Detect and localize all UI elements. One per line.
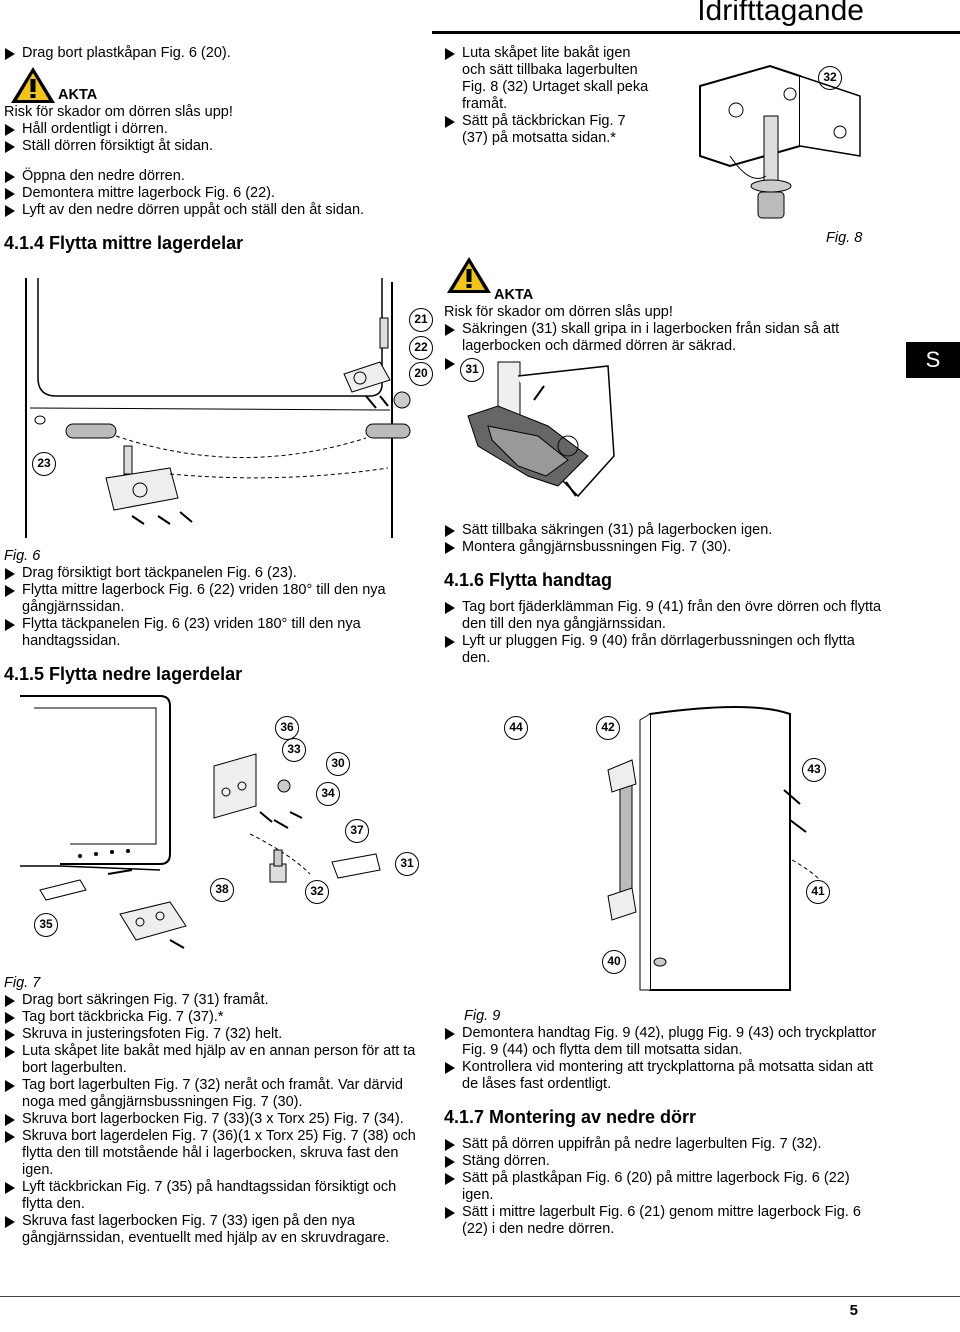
left-top-section: Drag bort plastkåpan Fig. 6 (20). AKTA R… <box>4 45 414 254</box>
callout-31: 31 <box>395 852 419 876</box>
callout-22: 22 <box>409 336 433 360</box>
callout-31-fig8: 31 <box>460 358 484 382</box>
callout-38: 38 <box>210 878 234 902</box>
callout-41: 41 <box>806 880 830 904</box>
step-reinsert-bolt: Luta skåpet lite bakåt igen och sätt til… <box>444 45 650 113</box>
figure-8-caption: Fig. 8 <box>826 230 863 246</box>
right-mid-section: Sätt tillbaka säkringen (31) på lagerboc… <box>444 522 884 667</box>
step-move-bracket: Flytta mittre lagerbock Fig. 6 (22) vrid… <box>4 582 420 616</box>
heading-4-1-5: 4.1.5 Flytta nedre lagerdelar <box>4 664 243 684</box>
warning2-empty-bullet <box>444 355 884 372</box>
header-rule <box>432 31 960 34</box>
step-mount-bushing: Montera gångjärnsbussningen Fig. 7 (30). <box>444 539 884 556</box>
figure-7-steps: Fig. 7 Drag bort säkringen Fig. 7 (31) f… <box>4 975 424 1247</box>
step-remove-plug: Lyft ur pluggen Fig. 9 (40) från dörrlag… <box>444 633 884 667</box>
warning-triangle-icon <box>11 67 55 103</box>
callout-42: 42 <box>596 716 620 740</box>
fig7-step-8: Lyft täckbrickan Fig. 7 (35) på handtags… <box>4 1179 424 1213</box>
fig7-step-2: Tag bort täckbricka Fig. 7 (37).* <box>4 1009 424 1026</box>
final-step-3: Sätt på plastkåpan Fig. 6 (20) på mittre… <box>444 1170 884 1204</box>
warning-text: Risk för skador om dörren slås upp! <box>4 104 233 120</box>
figure-9-steps: Fig. 9 Demontera handtag Fig. 9 (42), pl… <box>444 1008 884 1238</box>
warning-step-hold: Håll ordentligt i dörren. <box>4 121 414 138</box>
warning-block-2: AKTA Risk för skador om dörren slås upp!… <box>444 254 884 372</box>
callout-34: 34 <box>316 782 340 806</box>
callout-44: 44 <box>504 716 528 740</box>
fig7-step-3: Skruva in justeringsfoten Fig. 7 (32) he… <box>4 1026 424 1043</box>
right-top-steps: Luta skåpet lite bakåt igen och sätt til… <box>444 45 650 147</box>
fig7-step-9: Skruva fast lagerbocken Fig. 7 (33) igen… <box>4 1213 424 1247</box>
final-step-4: Sätt i mittre lagerbult Fig. 6 (21) geno… <box>444 1204 884 1238</box>
fig7-step-5: Tag bort lagerbulten Fig. 7 (32) neråt o… <box>4 1077 424 1111</box>
step-remove-spring-clip: Tag bort fjäderklämman Fig. 9 (41) från … <box>444 599 884 633</box>
footer-rule <box>0 1296 960 1297</box>
heading-4-1-7: 4.1.7 Montering av nedre dörr <box>444 1107 697 1127</box>
callout-40: 40 <box>602 950 626 974</box>
warning-step-place: Ställ dörren försiktigt åt sidan. <box>4 138 414 155</box>
figure-7-caption: Fig. 7 <box>4 975 41 991</box>
figure-6-steps: Fig. 6 Drag försiktigt bort täckpanelen … <box>4 548 420 685</box>
figure-8-drawing: 32 <box>690 46 890 246</box>
fig9-step-1: Demontera handtag Fig. 9 (42), plugg Fig… <box>444 1025 884 1059</box>
safety-catch-drawing: 31 <box>458 356 658 516</box>
step-reinstall-catch: Sätt tillbaka säkringen (31) på lagerboc… <box>444 522 884 539</box>
warning-title: AKTA <box>58 87 98 103</box>
warning2-title: AKTA <box>494 287 534 303</box>
fig7-step-4: Luta skåpet lite bakåt med hjälp av en a… <box>4 1043 424 1077</box>
callout-35: 35 <box>34 913 58 937</box>
fig7-step-1: Drag bort säkringen Fig. 7 (31) framåt. <box>4 992 424 1009</box>
callout-37: 37 <box>345 819 369 843</box>
language-tab: S <box>906 342 960 378</box>
step-remove-panel: Drag försiktigt bort täckpanelen Fig. 6 … <box>4 565 420 582</box>
callout-32-fig8: 32 <box>818 66 842 90</box>
callout-36: 36 <box>275 716 299 740</box>
warning-triangle-icon <box>447 257 491 293</box>
callout-23: 23 <box>32 452 56 476</box>
step-lift-door: Lyft av den nedre dörren uppåt och ställ… <box>4 202 414 219</box>
step-remove-middle-bracket: Demontera mittre lagerbock Fig. 6 (22). <box>4 185 414 202</box>
figure-6-drawing: 21 22 20 23 <box>20 278 440 540</box>
figure-9-caption: Fig. 9 <box>464 1008 501 1024</box>
warning2-step: Säkringen (31) skall gripa in i lagerboc… <box>444 321 884 355</box>
callout-33: 33 <box>282 738 306 762</box>
step-open-door: Öppna den nedre dörren. <box>4 168 414 185</box>
callout-43: 43 <box>802 758 826 782</box>
callout-20: 20 <box>409 362 433 386</box>
fig9-step-2: Kontrollera vid montering att tryckplatt… <box>444 1059 884 1093</box>
figure-7-drawing: 36 33 30 34 37 31 38 32 35 <box>20 694 430 969</box>
figure-6-caption: Fig. 6 <box>4 548 41 564</box>
page-header-title: Idrifttagande <box>697 0 864 27</box>
heading-4-1-6: 4.1.6 Flytta handtag <box>444 570 613 590</box>
figure-9-drawing: 44 42 43 41 40 <box>500 700 860 1000</box>
callout-32: 32 <box>305 880 329 904</box>
warning2-text: Risk för skador om dörren slås upp! <box>444 304 673 320</box>
final-step-1: Sätt på dörren uppifrån på nedre lagerbu… <box>444 1136 884 1153</box>
step-remove-cover: Drag bort plastkåpan Fig. 6 (20). <box>4 45 414 62</box>
fig7-step-7: Skruva bort lagerdelen Fig. 7 (36)(1 x T… <box>4 1128 424 1179</box>
warning-block-1: AKTA <box>4 67 414 104</box>
page-number: 5 <box>849 1302 858 1319</box>
step-move-panel: Flytta täckpanelen Fig. 6 (23) vriden 18… <box>4 616 420 650</box>
callout-30: 30 <box>326 752 350 776</box>
heading-4-1-4: 4.1.4 Flytta mittre lagerdelar <box>4 233 244 253</box>
fig7-step-6: Skruva bort lagerbocken Fig. 7 (33)(3 x … <box>4 1111 424 1128</box>
callout-21: 21 <box>409 308 433 332</box>
step-washer-other-side: Sätt på täckbrickan Fig. 7 (37) på motsa… <box>444 113 650 147</box>
final-step-2: Stäng dörren. <box>444 1153 884 1170</box>
